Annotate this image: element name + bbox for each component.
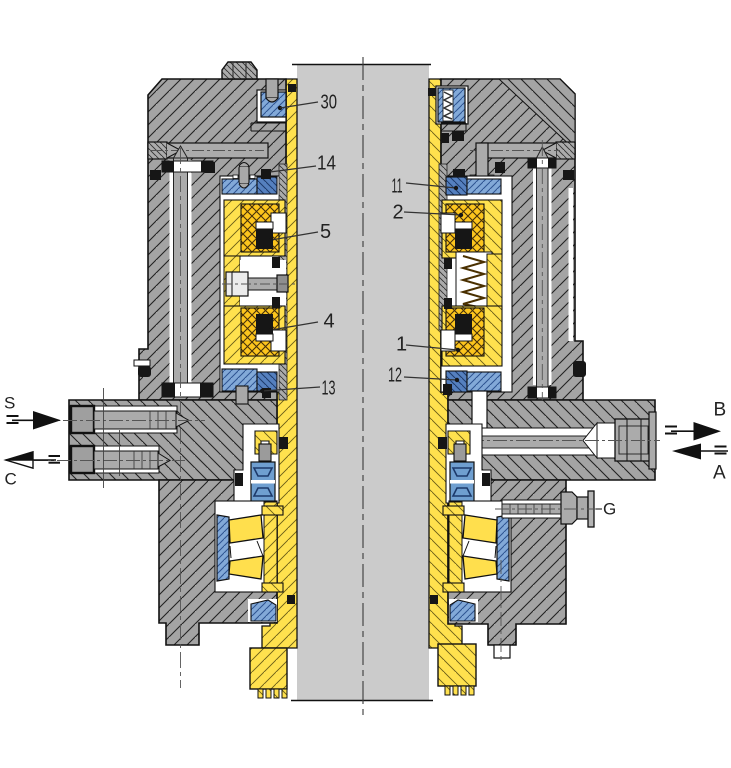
svg-text:5: 5	[320, 221, 331, 243]
svg-text:14: 14	[317, 153, 336, 175]
svg-text:30: 30	[321, 92, 338, 114]
svg-text:B: B	[714, 400, 727, 421]
svg-text:4: 4	[324, 311, 335, 333]
svg-text:S: S	[4, 394, 15, 413]
svg-text:2: 2	[393, 202, 404, 224]
svg-text:12: 12	[388, 365, 402, 387]
svg-text:A: A	[713, 463, 726, 484]
svg-text:11: 11	[392, 176, 403, 198]
svg-text:13: 13	[322, 378, 336, 400]
svg-text:G: G	[603, 500, 616, 519]
svg-text:C: C	[5, 470, 17, 489]
svg-text:1: 1	[396, 334, 407, 356]
